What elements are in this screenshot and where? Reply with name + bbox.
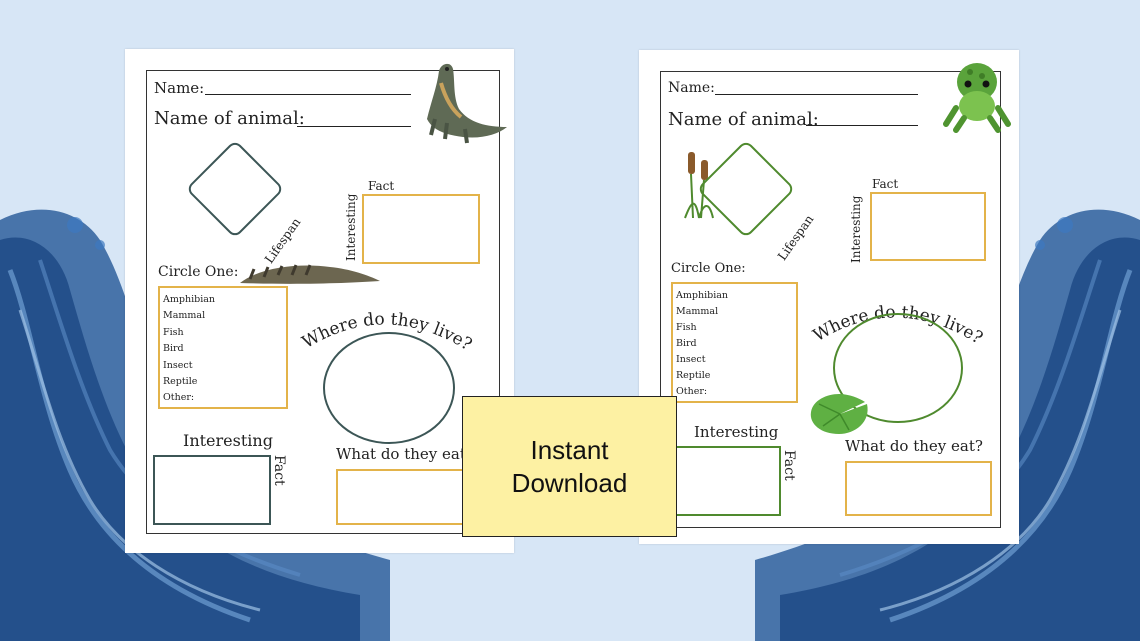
name-label: Name: — [154, 79, 205, 97]
animal-type-box[interactable] — [671, 282, 798, 403]
interesting-fact-box-top[interactable] — [870, 192, 986, 261]
animal-type-list: Amphibian Mammal Fish Bird Insect Reptil… — [676, 288, 728, 400]
instant-download-badge: Instant Download — [462, 396, 677, 537]
alligator-tail-icon — [240, 264, 380, 284]
type-reptile[interactable]: Reptile — [676, 370, 711, 381]
type-bird[interactable]: Bird — [676, 338, 697, 349]
circle-one-label: Circle One: — [158, 264, 239, 280]
type-insect[interactable]: Insect — [163, 359, 193, 371]
interesting-fact-box-bottom[interactable] — [674, 446, 781, 516]
what-do-they-eat-label: What do they eat? — [845, 437, 983, 455]
type-mammal[interactable]: Mammal — [163, 310, 206, 322]
interesting-fact-box-bottom[interactable] — [153, 455, 271, 525]
type-fish[interactable]: Fish — [163, 326, 184, 338]
habitat-oval[interactable] — [833, 313, 963, 423]
what-do-they-eat-label: What do they eat? — [336, 445, 474, 463]
badge-line-2: Download — [511, 467, 628, 498]
badge-line-1: Instant — [530, 434, 609, 465]
interesting-label-vertical: Interesting — [344, 193, 358, 261]
animal-name-label: Name of animal: — [668, 109, 819, 130]
alligator-icon — [427, 63, 507, 144]
type-amphibian[interactable]: Amphibian — [676, 290, 729, 301]
type-other[interactable]: Other: — [163, 392, 195, 404]
animal-type-list: Amphibian Mammal Fish Bird Insect Reptil… — [163, 292, 215, 407]
name-line[interactable] — [205, 94, 411, 95]
type-other[interactable]: Other: — [676, 386, 708, 397]
type-amphibian[interactable]: Amphibian — [163, 294, 216, 305]
animal-name-line[interactable] — [297, 126, 411, 127]
diet-box[interactable] — [845, 461, 992, 516]
animal-name-line[interactable] — [806, 125, 918, 126]
circle-one-label: Circle One: — [671, 261, 746, 276]
name-label: Name: — [668, 80, 715, 96]
worksheet-border — [660, 71, 1001, 528]
name-line[interactable] — [715, 94, 918, 95]
interesting-label-bottom: Interesting — [183, 431, 273, 450]
worksheet-border — [146, 70, 500, 534]
worksheet-frog: Name: Name of animal: Lifespan Fact Inte… — [639, 50, 1019, 544]
interesting-fact-box-top[interactable] — [362, 194, 480, 264]
fact-label-vertical: Fact — [781, 450, 797, 481]
type-fish[interactable]: Fish — [676, 322, 697, 333]
cattail-icon — [684, 152, 714, 219]
worksheet-alligator: Name: Name of animal: Lifespan Fact Inte… — [125, 49, 514, 553]
habitat-oval[interactable] — [323, 332, 455, 444]
interesting-label-vertical: Interesting — [849, 195, 863, 263]
animal-name-label: Name of animal: — [154, 108, 305, 129]
interesting-label-bottom: Interesting — [694, 423, 779, 441]
type-mammal[interactable]: Mammal — [676, 306, 719, 317]
frog-icon — [943, 63, 1011, 133]
type-bird[interactable]: Bird — [163, 343, 184, 355]
fact-label-vertical: Fact — [271, 455, 287, 486]
animal-type-box[interactable] — [158, 286, 288, 409]
fact-label-top: Fact — [872, 177, 899, 191]
fact-label-top: Fact — [368, 179, 395, 193]
lily-pad-icon — [810, 394, 868, 434]
type-reptile[interactable]: Reptile — [163, 375, 198, 387]
type-insect[interactable]: Insect — [676, 354, 706, 365]
